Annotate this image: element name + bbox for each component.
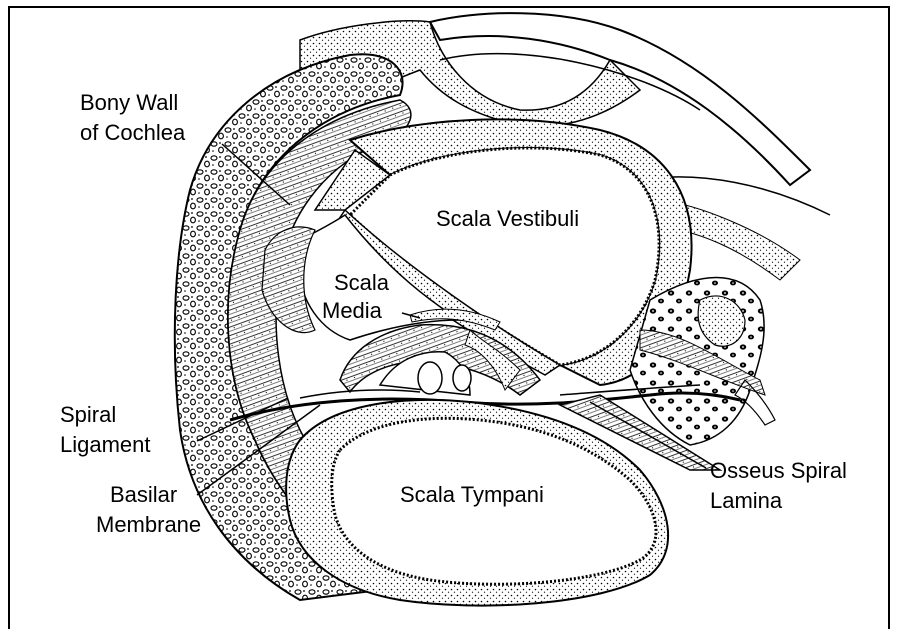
label-scala-tympani: Scala Tympani (400, 482, 544, 507)
label-osseus-spiral-lamina-line2: Lamina (710, 488, 783, 513)
label-osseus-spiral-lamina-line1: Osseus Spiral (710, 458, 847, 483)
label-bony-wall-line2: of Cochlea (80, 120, 186, 145)
label-scala-media-line1: Scala (334, 270, 390, 295)
label-basilar-membrane-line2: Membrane (96, 512, 201, 537)
spiral-ganglion (630, 278, 775, 446)
label-spiral-ligament-line2: Ligament (60, 432, 151, 457)
label-basilar-membrane-line1: Basilar (110, 482, 177, 507)
label-scala-media-line2: Media (322, 298, 383, 323)
label-bony-wall-line1: Bony Wall (80, 90, 178, 115)
label-spiral-ligament-line1: Spiral (60, 402, 116, 427)
label-scala-vestibuli: Scala Vestibuli (436, 206, 579, 231)
